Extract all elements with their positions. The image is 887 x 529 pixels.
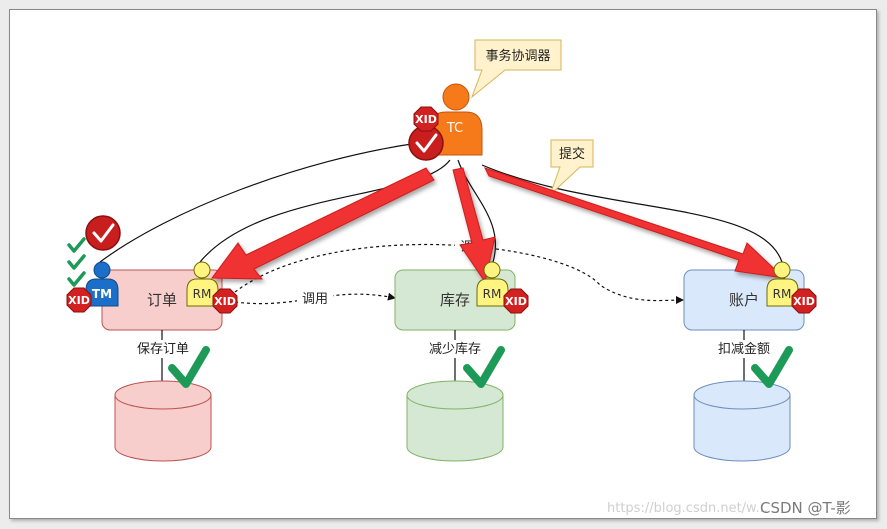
- rm-label: RM: [773, 287, 792, 301]
- check-icon: [67, 254, 86, 270]
- svg-text:XID: XID: [214, 295, 236, 308]
- link-tc-tm: [99, 142, 419, 263]
- svg-text:XID: XID: [505, 295, 527, 308]
- tc-links: [99, 142, 783, 263]
- tm-actor: TM: [85, 261, 119, 307]
- service-name-stock: 库存: [440, 291, 470, 309]
- watermark-url: https://blog.csdn.net/w...: [607, 501, 768, 516]
- xid-badge-tm: XID: [66, 287, 92, 313]
- svg-text:XID: XID: [68, 294, 90, 307]
- rm-label: RM: [483, 287, 502, 301]
- call-label-stock: 调用: [302, 292, 328, 307]
- call-order-account: [234, 243, 684, 305]
- xid-badge-stock: XID: [503, 288, 529, 314]
- check-icon: [463, 346, 505, 388]
- arrow-icon: [484, 167, 786, 279]
- tc-label: TC: [446, 121, 463, 136]
- tm-label: TM: [92, 287, 112, 301]
- link-tc-account-rm: [481, 164, 783, 263]
- arrow-icon: [211, 167, 435, 280]
- service-name-account: 账户: [729, 291, 759, 309]
- coordinator-note: 事务协调器: [470, 39, 562, 99]
- arrow-icon: [452, 167, 496, 284]
- check-icon: [67, 237, 86, 253]
- check-icon: [415, 133, 438, 153]
- check-icon: [67, 271, 86, 287]
- service-name-order: 订单: [147, 291, 177, 309]
- database-order: [114, 380, 212, 462]
- tm-small-checks: [67, 237, 86, 287]
- commit-note: 提交: [549, 139, 594, 196]
- tm-commit-badge: [85, 215, 121, 251]
- action-label-order: 保存订单: [137, 342, 189, 357]
- xid-badge-account: XID: [791, 288, 817, 314]
- commit-arrows: [211, 167, 786, 284]
- commit-note-text: 提交: [559, 146, 585, 162]
- database-stock: [406, 380, 504, 462]
- xid-badge-tc: XID: [413, 106, 439, 132]
- check-icon: [92, 223, 115, 243]
- watermark-brand: CSDN @T-影: [760, 499, 851, 517]
- link-tc-order-rm: [199, 159, 451, 263]
- database-account: [693, 380, 791, 462]
- rm-actor-account: RM: [766, 261, 799, 307]
- check-icon: [168, 346, 210, 388]
- svg-text:XID: XID: [415, 113, 437, 126]
- xid-badge-order: XID: [212, 288, 238, 314]
- coordinator-note-text: 事务协调器: [485, 48, 550, 64]
- success-checks: [168, 346, 793, 388]
- check-icon: [751, 346, 793, 388]
- rm-actor-stock: RM: [476, 261, 509, 307]
- action-label-stock: 减少库存: [429, 341, 481, 357]
- rm-label: RM: [193, 287, 212, 301]
- svg-text:XID: XID: [793, 295, 815, 308]
- tc-commit-badge: [408, 125, 444, 161]
- action-label-account: 扣减金额: [718, 341, 770, 357]
- rm-actor-order: RM: [186, 261, 219, 307]
